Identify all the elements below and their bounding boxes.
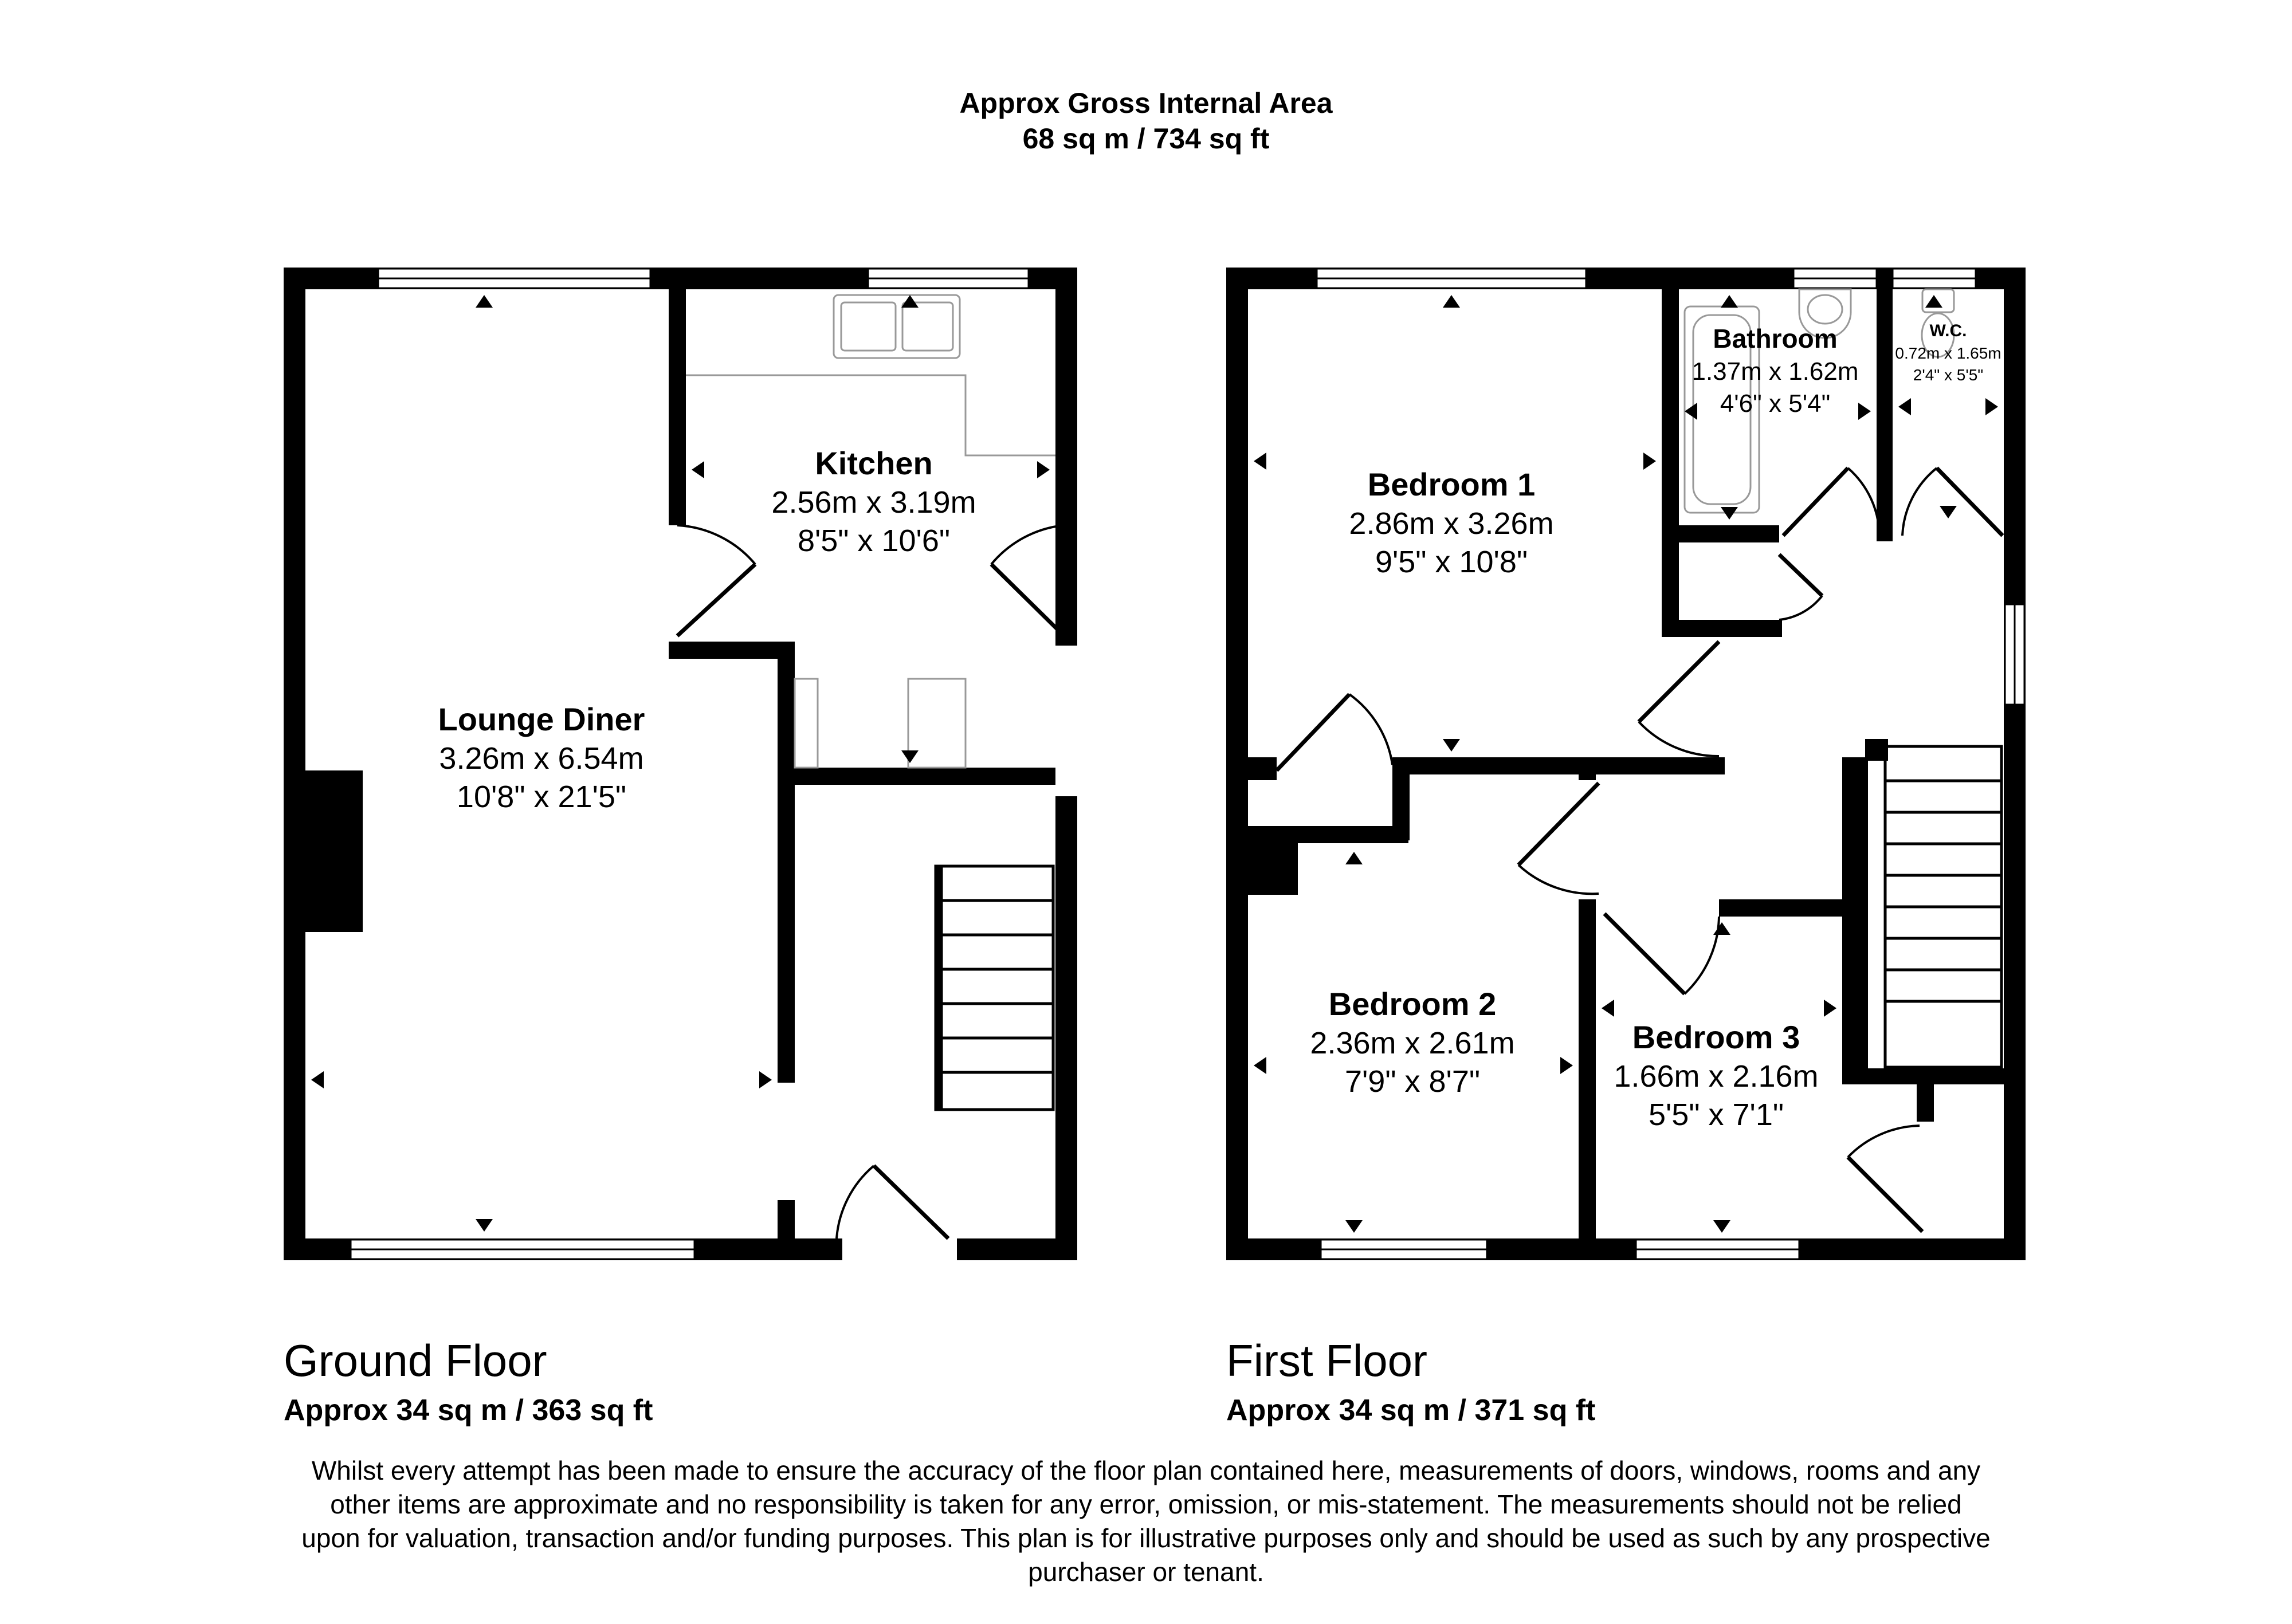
room-name: Bedroom 3 <box>1632 1019 1800 1055</box>
ground-floor-plan: Kitchen 2.56m x 3.19m 8'5" x 10'6" Loung… <box>284 268 1077 1260</box>
room-name: Kitchen <box>815 445 932 481</box>
room-name: Bedroom 2 <box>1329 986 1497 1022</box>
kitchen-worktop <box>686 294 1055 769</box>
ground-floor-arrows <box>311 295 1050 1232</box>
room-metric: 1.66m x 2.16m <box>1614 1059 1818 1094</box>
room-metric: 3.26m x 6.54m <box>439 741 643 776</box>
room-metric: 2.86m x 3.26m <box>1349 506 1553 541</box>
first-floor-area: Approx 34 sq m / 371 sq ft <box>1226 1394 1596 1427</box>
first-floor-plan: Bedroom 1 2.86m x 3.26m 9'5" x 10'8" Bat… <box>1226 268 2026 1260</box>
first-floor-doors <box>1275 466 2004 1233</box>
room-name: Lounge Diner <box>438 701 645 737</box>
room-imperial: 5'5" x 7'1" <box>1649 1098 1784 1132</box>
ground-floor-area: Approx 34 sq m / 363 sq ft <box>284 1394 653 1427</box>
disclaimer-text: Whilst every attempt has been made to en… <box>301 1456 1991 1587</box>
room-metric: 0.72m x 1.65m <box>1895 344 2001 362</box>
room-name: W.C. <box>1930 321 1967 340</box>
first-floor-title: First Floor <box>1226 1335 1427 1386</box>
ground-floor-doors <box>676 524 1066 1240</box>
first-floor-stairs <box>1883 745 2003 1069</box>
room-imperial: 10'8" x 21'5" <box>457 780 626 814</box>
room-name: Bedroom 1 <box>1368 466 1536 502</box>
ground-floor-walls <box>284 268 1077 1260</box>
room-name: Bathroom <box>1713 324 1837 353</box>
room-imperial: 7'9" x 8'7" <box>1345 1064 1480 1099</box>
room-metric: 2.36m x 2.61m <box>1310 1026 1514 1060</box>
ground-floor-windows <box>350 268 1030 1260</box>
room-imperial: 4'6" x 5'4" <box>1720 390 1830 418</box>
room-imperial: 8'5" x 10'6" <box>798 524 950 558</box>
room-metric: 2.56m x 3.19m <box>771 485 976 520</box>
plan-title: Approx Gross Internal Area <box>959 87 1333 119</box>
ground-floor-stairs <box>934 864 1055 1111</box>
first-floor-arrows <box>1254 295 1998 1233</box>
first-floor-windows <box>1316 268 2026 1260</box>
ground-floor-labels: Kitchen 2.56m x 3.19m 8'5" x 10'6" Loung… <box>438 445 976 814</box>
first-floor-walls <box>1226 268 2026 1260</box>
room-metric: 1.37m x 1.62m <box>1691 357 1858 386</box>
first-floor-labels: Bedroom 1 2.86m x 3.26m 9'5" x 10'8" Bat… <box>1310 321 2001 1132</box>
ground-floor-title: Ground Floor <box>284 1335 547 1386</box>
room-imperial: 9'5" x 10'8" <box>1375 545 1528 579</box>
total-area: 68 sq m / 734 sq ft <box>1022 123 1270 155</box>
room-imperial: 2'4" x 5'5" <box>1913 366 1983 384</box>
